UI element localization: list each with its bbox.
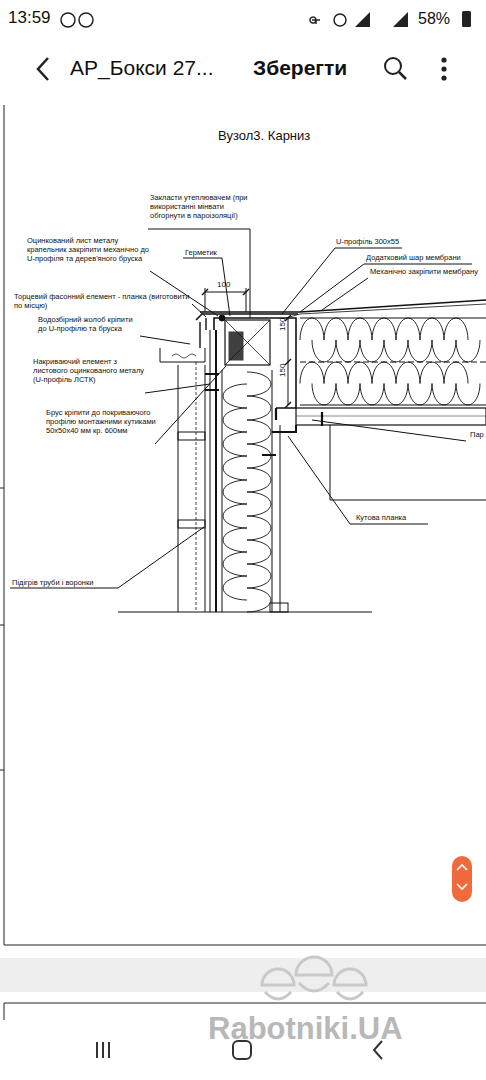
drawing-title: Вузол3. Карниз [218, 128, 310, 144]
save-button: Зберегти [253, 55, 347, 80]
scroll-chevrons [457, 865, 467, 889]
callout-note: U-профіль 300х55 [336, 237, 399, 246]
sheet-frame [0, 105, 486, 945]
document-name: АР_Бокси 27... [70, 55, 214, 80]
watermark: Rabotniki.UA [208, 1010, 403, 1047]
dimension: 150 [278, 318, 288, 331]
dimension: 150 [278, 364, 288, 377]
page-gap [0, 958, 486, 992]
callout-note: Герметик [185, 248, 217, 257]
callout-note: Закласти утеплювачем (при використанні м… [150, 193, 250, 220]
callout-note: Кутова планка [356, 513, 406, 522]
callout-note: Брус кріпити до покриваючого профілю мон… [46, 408, 156, 435]
callout-note: Підігрів труби і воронки [12, 578, 93, 587]
eaves-detail [10, 229, 486, 612]
status-time: 13:59 [8, 8, 51, 28]
toolbar-icons [38, 11, 471, 80]
watermark-logo [262, 957, 366, 999]
callout-note: Водозбірний жолоб кріпити до U-профілю т… [38, 315, 140, 333]
callout-note: Торцевий фасонний елемент - планка (виго… [14, 292, 192, 310]
callout-note: Накриваючий елемент з листового оцинкова… [33, 357, 145, 384]
scroll-button [452, 856, 472, 902]
dimension: 100 [217, 280, 230, 290]
callout-note: Пар [470, 430, 484, 439]
callout-note: Механічно закріпити мембрану [370, 267, 478, 276]
callout-note: Оцинкований лист металу крапельник закрі… [27, 236, 149, 263]
battery-level: 58% [418, 9, 450, 28]
insulation-hatch [223, 318, 480, 612]
callout-note: Додатковий шар мембрани [366, 253, 461, 262]
